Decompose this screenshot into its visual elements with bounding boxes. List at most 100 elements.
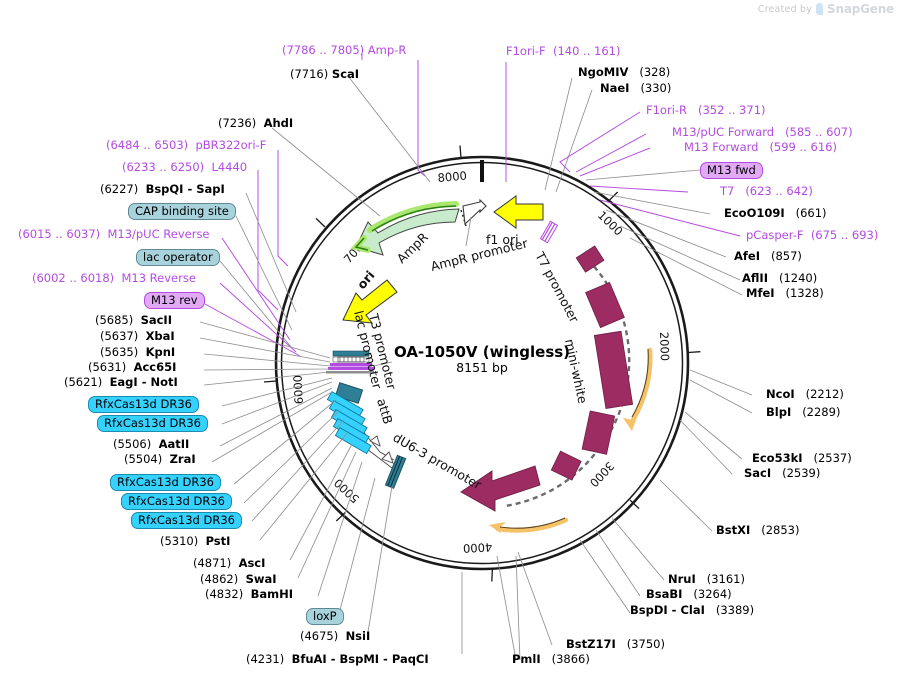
origin-marker — [480, 160, 484, 182]
label-pbr322ori-f-enz: pBR322ori-F — [195, 138, 267, 152]
label-bstxi-pos: (2853) — [761, 523, 800, 537]
label-bspqi-sapi-enz: BspQI - SapI — [145, 182, 225, 196]
label-m13-forward[interactable]: M13 Forward (599 .. 616) — [684, 141, 837, 154]
label-ngomiv[interactable]: NgoMIV (328) — [578, 66, 670, 79]
label-acc65i[interactable]: (5631) Acc65I — [88, 361, 176, 374]
label-bspdi-clai-pos: (3389) — [715, 603, 755, 617]
label-scai[interactable]: (7716) ScaI — [290, 68, 359, 81]
label-m13puc-forward[interactable]: M13/pUC Forward (585 .. 607) — [672, 126, 853, 139]
label-bfuai-enz: BfuAI - BspMI - PaqCI — [291, 652, 429, 666]
label-acc65i-enz: Acc65I — [133, 360, 177, 374]
label-m13puc-reverse[interactable]: (6015 .. 6037) M13/pUC Reverse — [18, 228, 210, 241]
label-m13-reverse[interactable]: (6002 .. 6018) M13 Reverse — [32, 272, 196, 285]
label-bfuai-bspmi-paqci[interactable]: (4231) BfuAI - BspMI - PaqCI — [246, 653, 429, 666]
label-f1ori-f-enz: F1ori-F — [506, 44, 546, 58]
label-asci-enz: AscI — [238, 556, 266, 570]
label-mfei[interactable]: MfeI (1328) — [746, 287, 824, 300]
label-bamhi[interactable]: (4832) BamHI — [205, 588, 293, 601]
label-saci-enz: SacI — [744, 466, 772, 480]
feature-promoters-lac-t3 — [373, 361, 393, 367]
label-bstz17i-pos: (3750) — [626, 637, 665, 651]
label-afei-enz: AfeI — [734, 249, 760, 263]
badge-rfxcas13d-5[interactable]: RfxCas13d DR36 — [131, 512, 242, 529]
label-zrai-pos: (5504) — [124, 452, 163, 466]
badge-loxp[interactable]: loxP — [306, 608, 344, 625]
label-t7[interactable]: T7 (623 .. 642) — [720, 185, 813, 198]
label-pcasper-f[interactable]: pCasper-F (675 .. 693) — [746, 229, 878, 242]
label-psti-pos: (5310) — [160, 534, 199, 548]
feature-ampr — [350, 201, 467, 256]
label-aflii[interactable]: AflII (1240) — [742, 272, 817, 285]
label-bfuai-pos: (4231) — [246, 652, 285, 666]
label-nrui-pos: (3161) — [706, 572, 745, 586]
tick-label-8000: 8000 — [437, 168, 467, 184]
label-eco53ki-pos: (2537) — [813, 451, 852, 465]
label-m13-forward-pos: (599 .. 616) — [769, 140, 837, 154]
label-eagi-noti[interactable]: (5621) EagI - NotI — [64, 376, 178, 389]
label-pcasper-f-pos: (675 .. 693) — [810, 228, 879, 242]
label-naei[interactable]: NaeI (330) — [600, 82, 671, 95]
label-pbr322ori-f[interactable]: (6484 .. 6503) pBR322ori-F — [106, 139, 266, 152]
label-kpni-pos: (5635) — [100, 345, 139, 359]
label-f1ori-r-enz: F1ori-R — [646, 103, 688, 117]
label-ahdi[interactable]: (7236) AhdI — [218, 117, 293, 130]
tick-label-5000: 5000 — [331, 476, 362, 506]
label-f1ori-f[interactable]: F1ori-F (140 .. 161) — [506, 45, 620, 58]
label-bstz17i[interactable]: BstZ17I (3750) — [566, 638, 665, 651]
label-bspqi-sapi-pos: (6227) — [100, 182, 139, 196]
label-bspqi-sapi[interactable]: (6227) BspQI - SapI — [100, 183, 225, 196]
label-pmli[interactable]: PmlI (3866) — [512, 653, 590, 666]
label-l4440[interactable]: (6233 .. 6250) L4440 — [122, 161, 247, 174]
label-kpni[interactable]: (5635) KpnI — [100, 346, 175, 359]
badge-m13-rev[interactable]: M13 rev — [144, 292, 205, 309]
label-ecoo109i[interactable]: EcoO109I (661) — [724, 207, 827, 220]
label-aflii-enz: AflII — [742, 271, 768, 285]
badge-m13-fwd[interactable]: M13 fwd — [700, 162, 763, 179]
badge-cap-binding-site[interactable]: CAP binding site — [128, 203, 236, 220]
label-nsii-pos: (4675) — [300, 629, 339, 643]
label-bsabi[interactable]: BsaBI (3264) — [646, 588, 732, 601]
label-blpi-pos: (2289) — [802, 405, 841, 419]
feature-f1-ori — [493, 195, 544, 229]
label-aatii[interactable]: (5506) AatII — [113, 438, 189, 451]
badge-rfxcas13d-3[interactable]: RfxCas13d DR36 — [110, 474, 221, 491]
label-aatii-pos: (5506) — [113, 437, 152, 451]
label-l4440-pos: (6233 .. 6250) — [122, 160, 205, 174]
label-amp-r-enz: Amp-R — [367, 43, 407, 57]
label-f1ori-r-pos: (352 .. 371) — [698, 103, 766, 117]
label-amp-r[interactable]: (7786 .. 7805) Amp-R — [282, 44, 406, 57]
label-pmli-pos: (3866) — [551, 652, 590, 666]
badge-lac-operator[interactable]: lac operator — [136, 249, 220, 266]
label-bstxi[interactable]: BstXI (2853) — [716, 524, 799, 537]
label-nsii[interactable]: (4675) NsiI — [300, 630, 370, 643]
label-blpi-enz: BlpI — [766, 405, 792, 419]
label-ncoi[interactable]: NcoI (2212) — [766, 388, 844, 401]
plasmid-name: OA-1050V (wingless) — [393, 343, 571, 361]
label-swai[interactable]: (4862) SwaI — [200, 573, 277, 586]
label-scai-pos: (7716) — [290, 67, 329, 81]
badge-rfxcas13d-4[interactable]: RfxCas13d DR36 — [121, 493, 232, 510]
label-m13puc-reverse-enz: M13/pUC Reverse — [107, 227, 210, 241]
badge-rfxcas13d-2[interactable]: RfxCas13d DR36 — [97, 415, 208, 432]
badge-rfxcas13d-1[interactable]: RfxCas13d DR36 — [88, 396, 199, 413]
label-bsabi-enz: BsaBI — [646, 587, 683, 601]
label-mfei-pos: (1328) — [785, 286, 824, 300]
label-eco53ki[interactable]: Eco53kI (2537) — [752, 452, 852, 465]
label-blpi[interactable]: BlpI (2289) — [766, 406, 840, 419]
label-pmli-enz: PmlI — [512, 652, 541, 666]
label-saci[interactable]: SacI (2539) — [744, 467, 820, 480]
label-sacii-pos: (5685) — [95, 313, 134, 327]
label-bspdi-clai[interactable]: BspDI - ClaI (3389) — [630, 604, 754, 617]
label-afei[interactable]: AfeI (857) — [734, 250, 802, 263]
inner-label-ampr: AmpR — [394, 229, 432, 266]
label-pcasper-f-enz: pCasper-F — [746, 228, 804, 242]
label-xbai[interactable]: (5637) XbaI — [100, 330, 175, 343]
label-m13-reverse-pos: (6002 .. 6018) — [32, 271, 115, 285]
label-nrui[interactable]: NruI (3161) — [668, 573, 745, 586]
label-asci[interactable]: (4871) AscI — [193, 557, 265, 570]
label-sacii[interactable]: (5685) SacII — [95, 314, 172, 327]
label-f1ori-r[interactable]: F1ori-R (352 .. 371) — [646, 104, 766, 117]
label-psti[interactable]: (5310) PstI — [160, 535, 230, 548]
label-aatii-enz: AatII — [158, 437, 190, 451]
label-zrai[interactable]: (5504) ZraI — [124, 453, 196, 466]
